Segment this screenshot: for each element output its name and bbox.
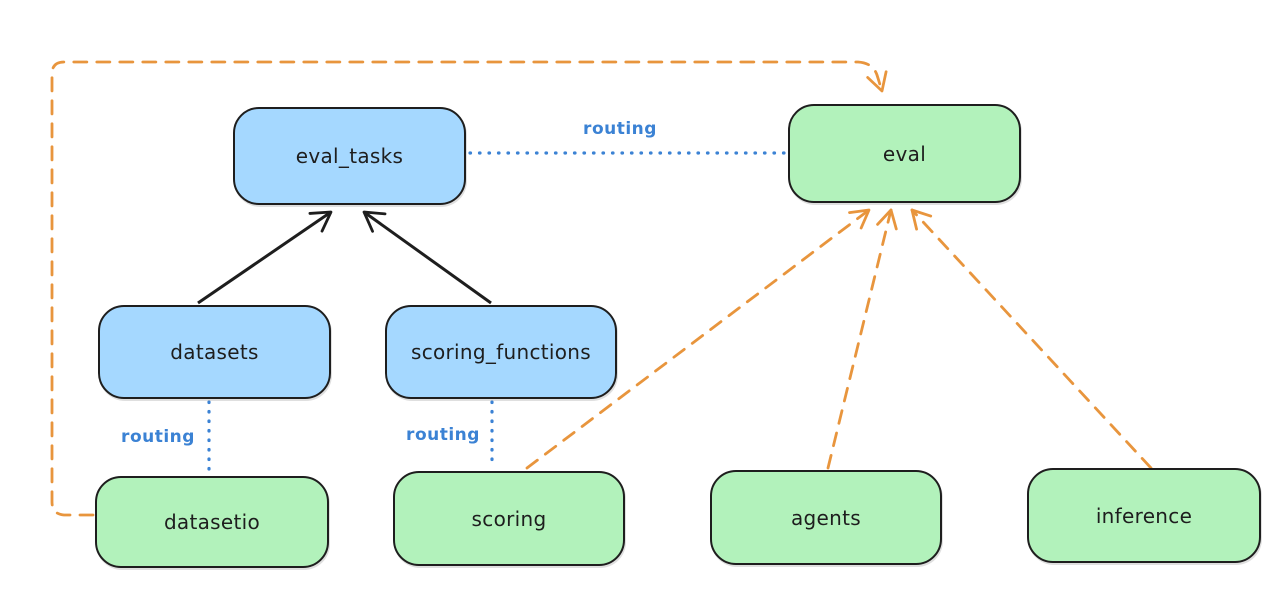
node-scoring_functions-label: scoring_functions — [410, 340, 592, 364]
edge-inference-to-eval — [910, 208, 1153, 470]
edge-scoring_functions-to-eval_tasks — [362, 210, 492, 305]
routing-label-scoring_functions-scoring: routing — [406, 425, 480, 445]
node-datasetio-label: datasetio — [163, 510, 261, 534]
edge-datasets-to-eval_tasks — [197, 210, 333, 305]
edge-datasetio-to-eval — [50, 60, 888, 517]
routing-label-datasets-datasetio: routing — [121, 427, 195, 447]
node-eval: eval — [788, 104, 1021, 203]
node-eval_tasks: eval_tasks — [233, 107, 466, 205]
node-scoring-label: scoring — [471, 506, 547, 531]
node-scoring_functions: scoring_functions — [385, 305, 617, 399]
node-inference-label: inference — [1095, 503, 1193, 528]
node-scoring: scoring — [393, 471, 625, 566]
node-datasets: datasets — [98, 305, 331, 399]
routing-label-eval_tasks-eval: routing — [583, 119, 657, 139]
node-datasetio: datasetio — [95, 476, 329, 568]
edge-scoring-to-eval — [525, 208, 871, 470]
node-agents: agents — [710, 470, 942, 565]
node-inference: inference — [1027, 468, 1261, 563]
node-agents-label: agents — [791, 505, 861, 530]
edge-agents-to-eval — [826, 208, 898, 470]
node-datasets-label: datasets — [170, 340, 259, 364]
node-eval_tasks-label: eval_tasks — [295, 144, 404, 168]
node-eval-label: eval — [882, 141, 927, 166]
